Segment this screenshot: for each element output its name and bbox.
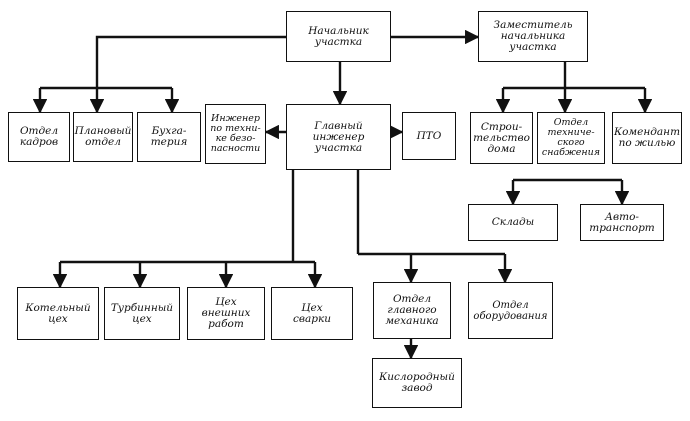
chief-mechanic-dept-box: Отдел главного механика: [373, 282, 451, 339]
turbine-shop-label: Турбинный цех: [110, 301, 174, 325]
planning-department-label: Плановый отдел: [74, 125, 132, 148]
boiler-shop-box: Котельный цех: [17, 287, 99, 340]
pto-box: ПТО: [402, 112, 456, 160]
head-of-site-label: Начальник участка: [308, 24, 369, 48]
warehouses-box: Склады: [468, 204, 558, 241]
house-construction-label: Строи- тельство дома: [473, 120, 530, 155]
personnel-department-box: Отдел кадров: [8, 112, 70, 162]
chief-mechanic-dept-label: Отдел главного механика: [385, 293, 439, 327]
chief-engineer-box: Главный инженер участка: [286, 104, 391, 170]
equipment-dept-box: Отдел оборудования: [468, 282, 553, 339]
vehicle-transport-label: Авто- транспорт: [589, 210, 655, 234]
welding-shop-box: Цех сварки: [271, 287, 353, 340]
technical-supply-box: Отдел техниче- ского снабжения: [537, 112, 605, 164]
welding-shop-label: Цех сварки: [292, 301, 331, 325]
deputy-head-box: Заместитель начальника участка: [478, 11, 588, 62]
chief-engineer-label: Главный инженер участка: [312, 119, 365, 154]
safety-engineer-box: Инженер по техни- ке безо- пасности: [205, 104, 266, 164]
planning-department-box: Плановый отдел: [73, 112, 133, 162]
technical-supply-label: Отдел техниче- ского снабжения: [541, 117, 601, 158]
house-construction-box: Строи- тельство дома: [470, 112, 533, 164]
deputy-head-label: Заместитель начальника участка: [493, 19, 573, 53]
head-of-site-box: Начальник участка: [286, 11, 391, 62]
connector-head-left: [95, 35, 286, 88]
accounting-label: Бухга- терия: [150, 125, 188, 148]
external-works-shop-box: Цех внешних работ: [187, 287, 265, 340]
warehouses-label: Склады: [491, 216, 535, 228]
vehicle-transport-box: Авто- транспорт: [580, 204, 664, 241]
boiler-shop-label: Котельный цех: [25, 301, 91, 325]
turbine-shop-box: Турбинный цех: [104, 287, 180, 340]
housing-commandant-box: Комендант по жилью: [612, 112, 682, 164]
pto-label: ПТО: [416, 129, 442, 142]
accounting-box: Бухга- терия: [137, 112, 201, 162]
housing-commandant-label: Комендант по жилью: [613, 126, 681, 149]
personnel-department-label: Отдел кадров: [19, 125, 59, 148]
oxygen-plant-box: Кислородный завод: [372, 358, 462, 408]
equipment-dept-label: Отдел оборудования: [473, 299, 548, 322]
external-works-shop-label: Цех внешних работ: [201, 296, 251, 330]
oxygen-plant-label: Кислородный завод: [379, 371, 455, 394]
safety-engineer-label: Инженер по техни- ке безо- пасности: [210, 113, 261, 154]
